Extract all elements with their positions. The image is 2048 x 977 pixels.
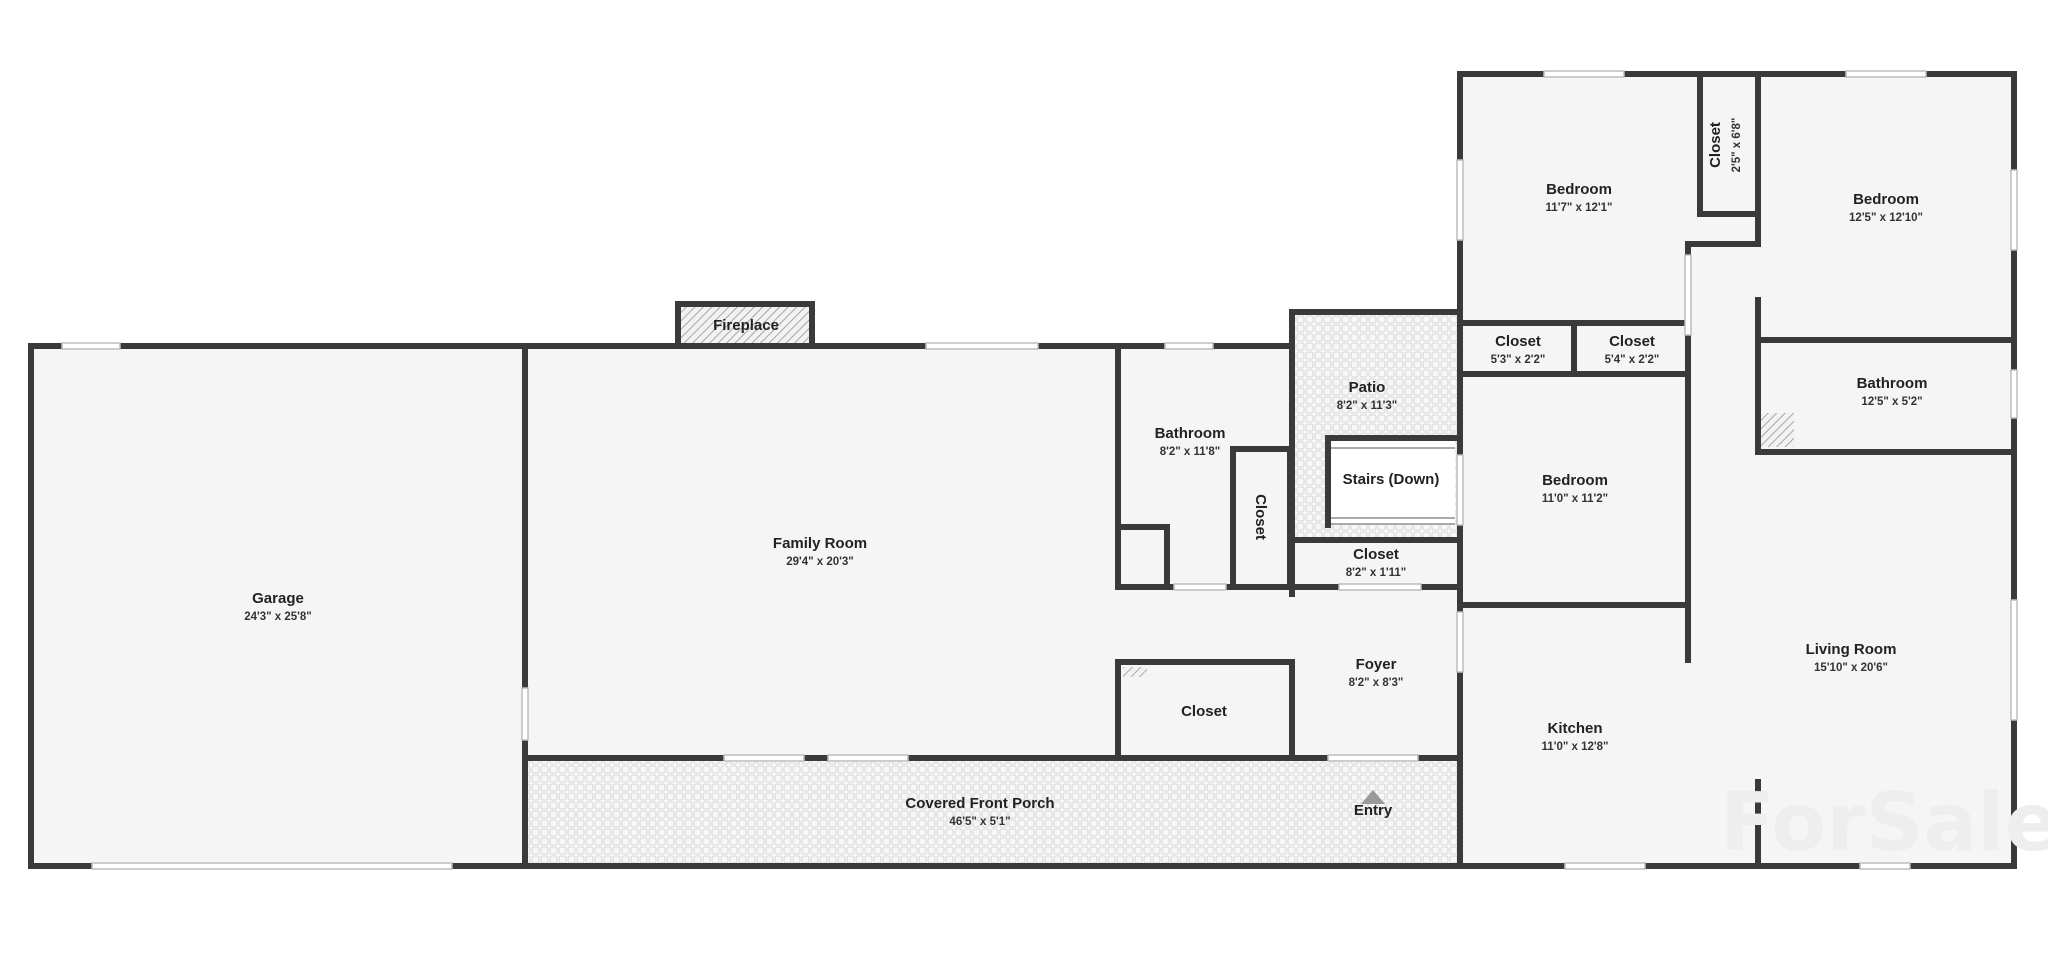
foyer-closet-walls [1115,659,1295,761]
patio-side-window [1456,454,1464,526]
bathroom-mid-label: Bathroom [1155,425,1226,442]
bathroom-mid-dim: 8'2" x 11'8" [1160,446,1221,458]
kitchen-window [1564,862,1646,870]
closet-stairs-label: Closet [1353,546,1399,563]
fireplace-hearth [678,305,812,343]
entry-arrow-icon [1361,790,1385,804]
closet-fixture [1123,667,1147,677]
bathroom-right-label: Bathroom [1857,375,1928,392]
garage-door [91,862,453,870]
bed2-window [1845,70,1927,78]
porch-window-1 [723,754,805,762]
bedroom-1-dim: 11'7" x 12'1" [1546,202,1613,214]
closet-vertical-label: Closet [1252,494,1269,540]
kitchen-label: Kitchen [1547,720,1602,737]
living-room-label: Living Room [1806,641,1897,658]
fireplace-label: Fireplace [713,317,779,334]
bathroom-mid-nook [1115,524,1170,590]
bathroom-right-dim: 12'5" x 5'2" [1861,396,1922,408]
living-room-dim: 15'10" x 20'6" [1814,662,1888,674]
closet-foyer-label: Closet [1181,703,1227,720]
stairs-area [1331,441,1455,525]
patio-label: Patio [1349,379,1386,396]
bath-right-window [2010,369,2018,419]
foyer-side-window [1456,611,1464,673]
foyer-label: Foyer [1356,656,1397,673]
closet-stairs-dim: 8'2" x 1'11" [1346,567,1407,579]
closet-b-dim: 5'4" x 2'2" [1605,354,1660,366]
bedroom-1-label: Bedroom [1546,181,1612,198]
garage-label: Garage [252,590,304,607]
porch-dim: 46'5" x 5'1" [949,816,1010,828]
garage-floor [32,347,524,865]
bedroom-3-dim: 11'0" x 11'2" [1542,493,1608,505]
hall-opening [1684,254,1692,336]
foyer-dim: 8'2" x 8'3" [1349,677,1404,689]
entry-door [1327,754,1419,762]
openings [61,70,2018,870]
bed2-side-window [2010,169,2018,251]
family-room-label: Family Room [773,535,867,552]
kitchen-dim: 11'0" x 12'8" [1542,741,1609,753]
patio-north-wall [1289,309,1461,349]
entry-label: Entry [1354,802,1393,819]
family-room-dim: 29'4" x 20'3" [786,556,854,568]
living-window [2010,599,2018,721]
closet-door [1338,583,1422,591]
floors [32,76,2014,865]
stairs-label: Stairs (Down) [1343,471,1440,488]
bath-window [1164,342,1214,350]
labels: Garage 24'3" x 25'8" Family Room 29'4" x… [244,118,1927,828]
bedroom-2-label: Bedroom [1853,191,1919,208]
east-wing-floor [1460,76,2014,865]
bed1-side-window [1456,159,1464,241]
porch-label: Covered Front Porch [905,795,1054,812]
watermark: ForSale [1720,776,2048,869]
garage-window-north [61,342,121,350]
porch-window-2 [827,754,909,762]
bath-door [1173,583,1227,591]
garage-dim: 24'3" x 25'8" [244,611,312,623]
porch-floor [526,760,1458,865]
fireplace-walls [675,301,815,349]
patio-dim: 8'2" x 11'3" [1337,400,1398,412]
closet-b-label: Closet [1609,333,1655,350]
living-window-south [1859,862,1911,870]
bedroom-3-label: Bedroom [1542,472,1608,489]
stairs-treads [1331,441,1455,525]
bedroom-2-dim: 12'5" x 12'10" [1849,212,1923,224]
east-wing-outer [1457,71,2017,869]
closet-top-label: Closet [1707,122,1724,168]
walls [28,71,2017,869]
closet-a-dim: 5'3" x 2'2" [1491,354,1546,366]
bed1-window [1543,70,1625,78]
family-window-north [925,342,1039,350]
bathroom-fixture [1760,413,1794,447]
closet-a-label: Closet [1495,333,1541,350]
closet-top-dim: 2'5" x 6'8" [1731,118,1743,173]
garage-side-window [521,687,529,741]
